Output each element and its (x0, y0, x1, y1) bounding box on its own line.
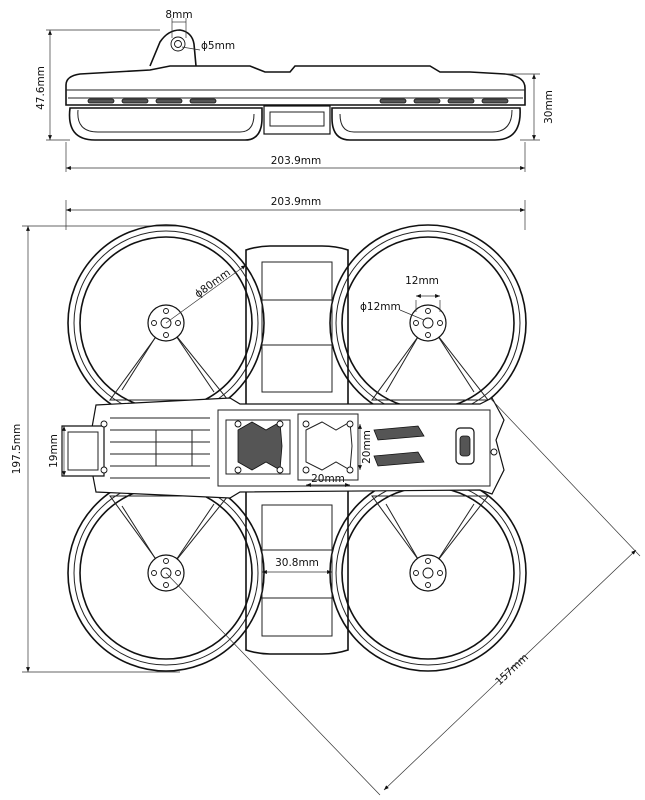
dim-prop-guard-diameter: ϕ80mm (193, 267, 233, 301)
motor-mount-front-right (409, 304, 447, 342)
frame-plate (61, 397, 505, 499)
side-slots-left (87, 98, 217, 104)
dim-height-body: 30mm (543, 90, 555, 124)
top-view: 203.9mm 197.5mm (11, 196, 641, 796)
dim-diagonal-wheelbase: 157mm (493, 652, 531, 688)
center-body (245, 245, 349, 655)
dim-hole-diameter: ϕ5mm (201, 40, 235, 52)
dim-top-height: 197.5mm (11, 424, 23, 475)
dim-camera-mount-height: 19mm (48, 434, 60, 468)
dim-hole-width: 8mm (165, 9, 192, 21)
dim-height-total: 47.6mm (35, 66, 47, 110)
dim-side-width: 203.9mm (271, 155, 322, 167)
dim-battery-bay-width: 30.8mm (275, 557, 319, 569)
side-slots-right (379, 98, 509, 104)
side-view: 8mm ϕ5mm 47.6mm 30mm 203.9mm (35, 9, 555, 172)
dim-motor-center-diameter: ϕ12mm (360, 301, 401, 313)
dim-stack-vertical: 20mm (361, 430, 373, 464)
dim-top-width: 203.9mm (271, 196, 322, 208)
motor-mount-rear-right (409, 554, 447, 592)
dim-stack-horizontal: 20mm (311, 473, 345, 485)
dim-motor-mount-spacing: 12mm (405, 275, 439, 287)
motor-arms (109, 322, 490, 574)
